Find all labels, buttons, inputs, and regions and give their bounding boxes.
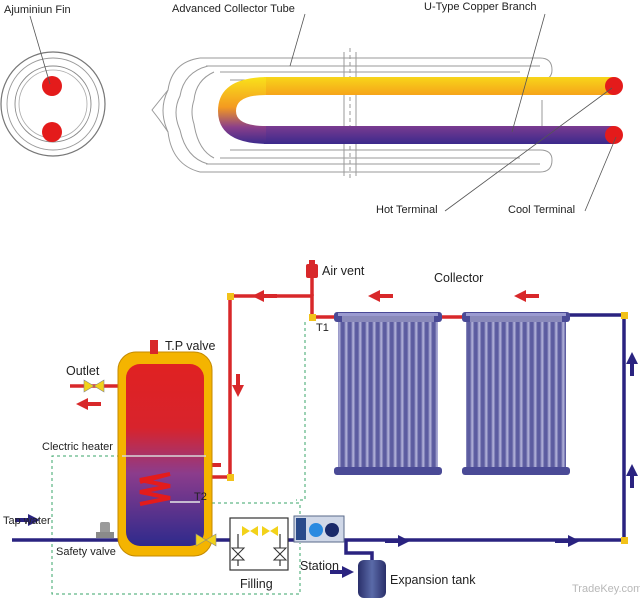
cool-pipe-section bbox=[42, 122, 62, 142]
inlet-valve-icon bbox=[195, 533, 217, 547]
branch-label: U-Type Copper Branch bbox=[424, 1, 537, 13]
safety-valve-label: Safety valve bbox=[56, 546, 116, 558]
station-label: Station bbox=[300, 559, 339, 573]
t1-label: T1 bbox=[316, 322, 329, 334]
air-vent-label: Air vent bbox=[322, 264, 365, 278]
collector-panel-2 bbox=[462, 312, 570, 475]
outlet-valve-icon bbox=[83, 379, 105, 393]
hot-terminal-label: Hot Terminal bbox=[376, 204, 438, 216]
tap-water-label: Tap water bbox=[3, 515, 51, 527]
safety-valve-icon bbox=[96, 522, 114, 538]
heater-label: Clectric heater bbox=[42, 441, 113, 453]
watermark: TradeKey.com bbox=[572, 583, 640, 595]
hot-pipe-section bbox=[42, 76, 62, 96]
pump-station bbox=[293, 515, 345, 543]
filling-label: Filling bbox=[240, 577, 273, 591]
fin-label: Ajuminiun Fin bbox=[4, 4, 71, 16]
air-vent-icon bbox=[306, 260, 318, 278]
tube-cross-section bbox=[0, 51, 106, 157]
filling-unit bbox=[229, 517, 289, 571]
collector-label: Collector bbox=[434, 271, 483, 285]
heating-coil-icon bbox=[139, 472, 171, 506]
cool-terminal-end bbox=[605, 126, 623, 144]
t2-label: T2 bbox=[194, 491, 207, 503]
tp-valve-label: T.P valve bbox=[165, 339, 216, 353]
control-wiring bbox=[51, 322, 306, 595]
cold-flow-arrows bbox=[15, 352, 638, 578]
outlet-label: Outlet bbox=[66, 364, 100, 378]
tp-valve-icon bbox=[150, 340, 158, 354]
tube-label: Advanced Collector Tube bbox=[172, 3, 295, 15]
expansion-tank bbox=[358, 560, 386, 598]
collector-panel-1 bbox=[334, 312, 442, 475]
storage-tank bbox=[117, 340, 213, 557]
u-copper-branch bbox=[218, 77, 623, 144]
expansion-tank-label: Expansion tank bbox=[390, 573, 476, 587]
hot-terminal-end bbox=[605, 77, 623, 95]
collector-tube bbox=[151, 48, 553, 180]
pipe-joints bbox=[227, 293, 628, 544]
cool-terminal-label: Cool Terminal bbox=[508, 204, 575, 216]
